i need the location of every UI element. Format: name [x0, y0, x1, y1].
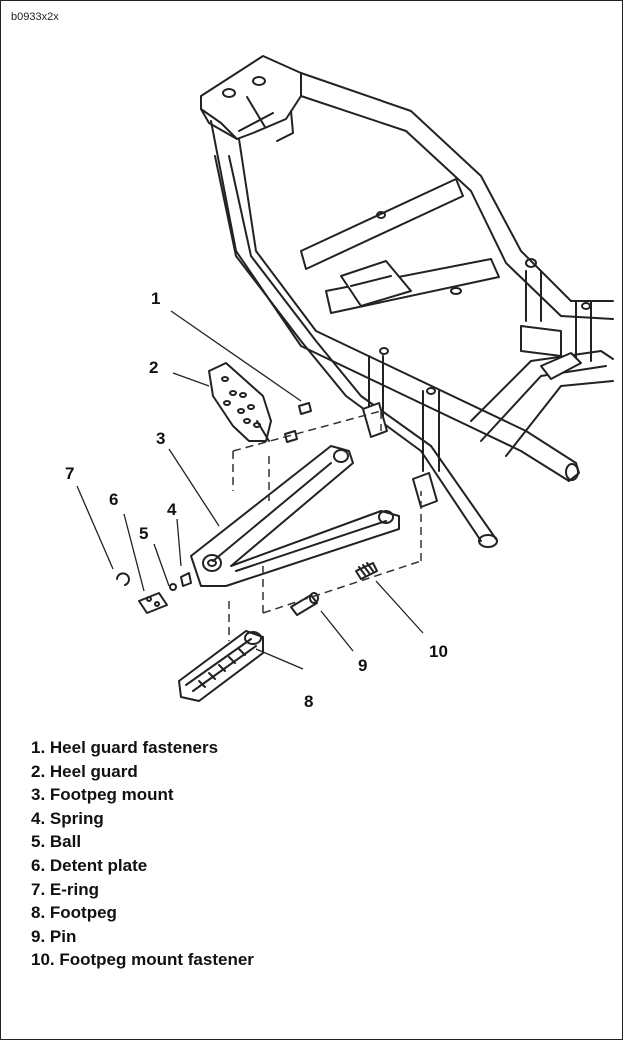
- legend-item: 4. Spring: [31, 808, 104, 828]
- callout-3: 3: [156, 429, 165, 448]
- legend-item: 8. Footpeg: [31, 903, 117, 923]
- legend-item: 1. Heel guard fasteners: [31, 738, 219, 757]
- legend-item: 2. Heel guard: [31, 761, 138, 781]
- callout-4: 4: [167, 500, 177, 519]
- callout-7: 7: [65, 464, 74, 483]
- alignment-lines: [228, 410, 422, 641]
- callout-2: 2: [149, 358, 158, 377]
- callout-8: 8: [304, 692, 313, 711]
- parts-legend: 1. Heel guard fasteners 2. Heel guard 3.…: [31, 736, 254, 972]
- callout-10: 10: [429, 642, 448, 661]
- heel-guard: [208, 362, 272, 442]
- legend-item: 5. Ball: [31, 832, 82, 852]
- callout-1: 1: [151, 289, 160, 308]
- mount-fastener: [355, 562, 378, 580]
- heel-guard-fasteners: [284, 402, 312, 443]
- legend-item: 7. E-ring: [31, 879, 100, 899]
- exploded-view-drawing: 1 2 3 4 5 6 7 8 9 10: [65, 55, 614, 711]
- callout-6: 6: [109, 490, 118, 509]
- footpeg: [178, 630, 264, 702]
- figure-id: b0933x2x: [11, 11, 59, 23]
- detent-parts: [116, 572, 192, 614]
- callout-9: 9: [358, 656, 367, 675]
- callout-5: 5: [139, 524, 148, 543]
- footpeg-mount: [190, 445, 400, 587]
- rear-subframe: [200, 55, 614, 548]
- legend-item: 10. Footpeg mount fastener: [31, 950, 254, 970]
- legend-item: 3. Footpeg mount: [31, 785, 174, 805]
- legend-item: 6. Detent plate: [31, 855, 148, 875]
- leader-lines: [76, 310, 424, 670]
- legend-item: 9. Pin: [31, 926, 77, 946]
